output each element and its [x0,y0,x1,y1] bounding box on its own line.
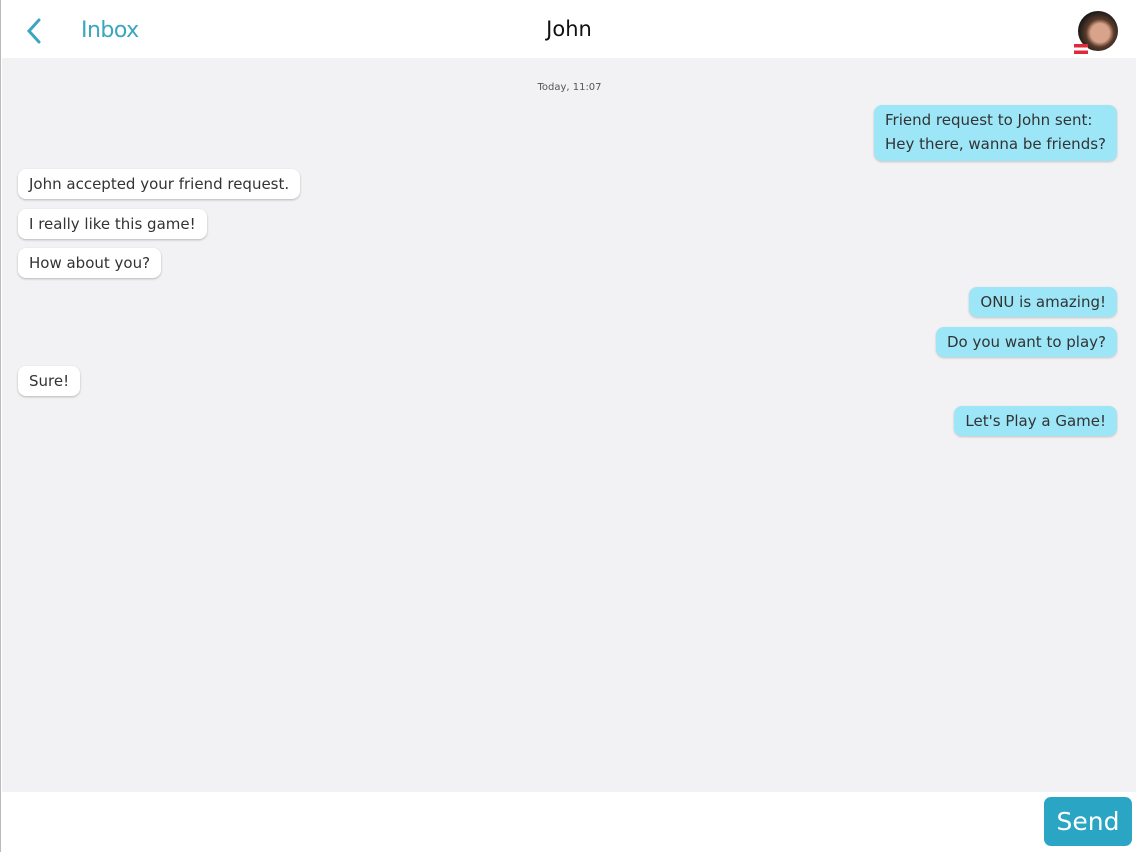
flag-icon [1074,44,1088,54]
message-line: Hey there, wanna be friends? [885,135,1106,153]
message-bubble-received: Sure! [18,366,81,396]
message-bubble-received: John accepted your friend request. [18,169,301,199]
timestamp: Today, 11:07 [537,82,602,93]
message-bubble-sent: Friend request to John sent: Hey there, … [874,105,1117,161]
message-line: Friend request to John sent: [885,111,1093,129]
message-input[interactable] [12,798,1032,846]
conversation-title: John [546,17,592,41]
message-bubble-sent: ONU is amazing! [969,287,1117,317]
send-button[interactable]: Send [1044,797,1132,846]
composer: Send [2,792,1136,852]
message-bubble-sent: Let's Play a Game! [954,406,1117,436]
message-bubble-sent: Do you want to play? [936,327,1117,357]
top-bar: Inbox John [1,0,1136,58]
message-bubble-received: I really like this game! [18,209,207,239]
message-list: Today, 11:07 Friend request to John sent… [2,58,1136,792]
back-chevron-icon[interactable] [23,16,47,46]
back-to-inbox-link[interactable]: Inbox [81,18,139,43]
message-bubble-received: How about you? [18,248,162,278]
